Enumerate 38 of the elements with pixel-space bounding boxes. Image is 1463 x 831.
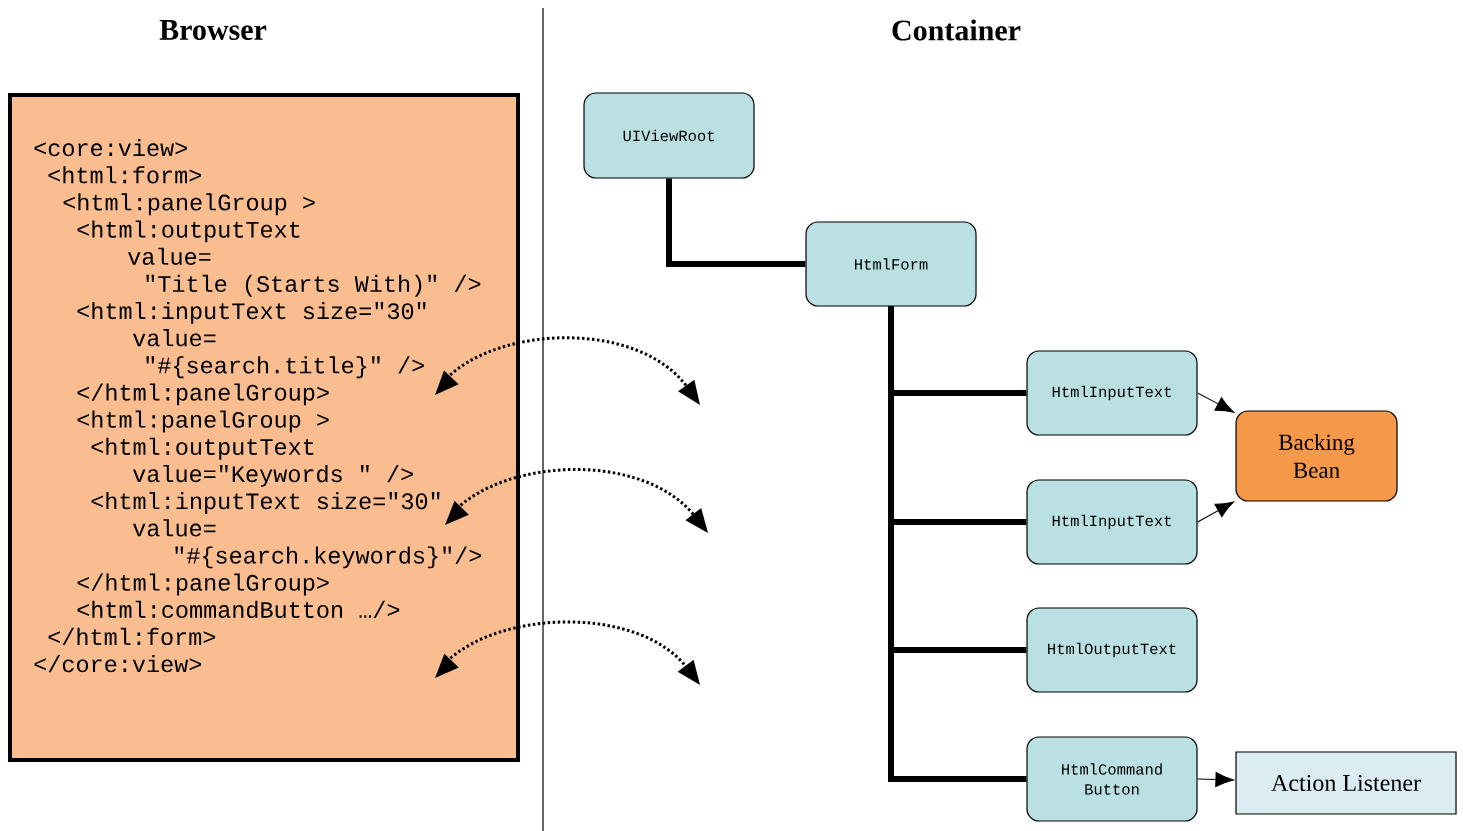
component-box: UIViewRoot: [583, 92, 755, 179]
component-box: HtmlOutputText: [1026, 607, 1198, 693]
code-line: <html:outputText: [77, 220, 300, 243]
dotted-arrow: [435, 620, 700, 685]
code-line: <html:outputText: [91, 437, 314, 460]
code-line: "#{search.title}" />: [146, 356, 424, 379]
arrow: [1197, 771, 1234, 788]
connector-line: [666, 178, 806, 267]
code-line: <html:inputText size="30": [77, 301, 426, 324]
code-line: value=: [133, 519, 216, 537]
code-line: </html:panelGroup>: [77, 573, 329, 596]
code-line: <html:inputText size="30": [91, 492, 440, 514]
dotted-arrow: [445, 468, 708, 533]
component-box: HtmlInputText: [1026, 479, 1198, 565]
arrow: [1197, 392, 1235, 413]
heading: Browser: [159, 20, 267, 40]
code-line: "#{search.keywords}"/>: [175, 546, 482, 569]
code-line: </html:form>: [48, 627, 216, 646]
component-box: HtmlForm: [805, 221, 977, 307]
code-line: value=: [133, 329, 216, 347]
code-line: <html:panelGroup >: [63, 193, 315, 216]
connector-line: [888, 306, 1027, 782]
code-line: <html:panelGroup >: [77, 410, 329, 433]
dotted-arrow: [435, 336, 700, 405]
code-line: </core:view>: [34, 655, 202, 673]
component-box: HtmlInputText: [1026, 350, 1198, 436]
heading: Container: [892, 19, 1021, 41]
code-line: <core:view>: [34, 139, 187, 157]
code-line: value=: [128, 247, 211, 265]
bean-box: Backing Bean: [1235, 410, 1398, 502]
code-line: </html:panelGroup>: [77, 383, 329, 406]
listener-box: Action Listener: [1235, 751, 1457, 815]
component-box: HtmlCommand Button: [1026, 736, 1198, 822]
code-line: value="Keywords " />: [133, 464, 413, 487]
arrow: [1197, 501, 1235, 523]
code-line: <html:form>: [48, 166, 201, 184]
code-line: "Title (Starts With)" />: [146, 274, 481, 297]
code-line: <html:commandButton …/>: [77, 600, 400, 619]
